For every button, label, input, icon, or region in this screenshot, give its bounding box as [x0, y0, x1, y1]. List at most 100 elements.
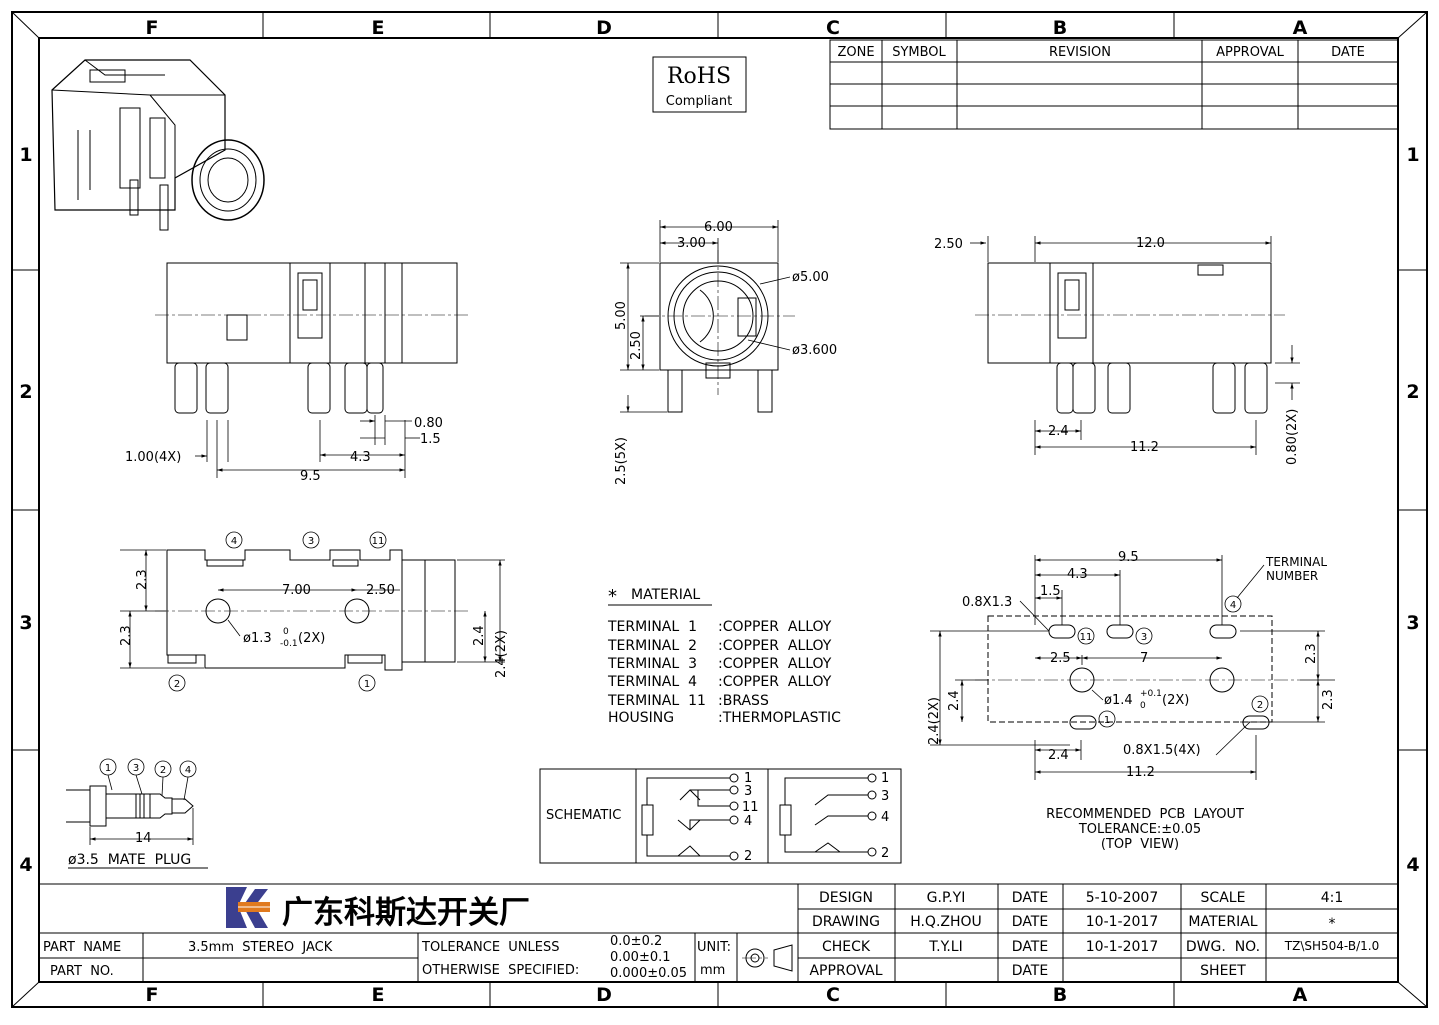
right-dim-112: 11.2	[1130, 440, 1159, 455]
pcb-terminal-4: 4	[1230, 600, 1236, 611]
bottom-terminal-11: 11	[372, 536, 385, 547]
tb-key-material: MATERIAL	[1188, 914, 1257, 930]
revision-table: ZONE SYMBOL REVISION APPROVAL DATE	[829, 39, 1399, 130]
pcb-caption-tolerance: TOLERANCE:±0.05	[1078, 822, 1201, 837]
part-name-value: 3.5mm STEREO JACK	[188, 940, 333, 955]
col-label-c-bottom: C	[826, 984, 840, 1006]
pcb-dim-7: 7	[1140, 651, 1148, 666]
side-dim-95: 9.5	[300, 469, 321, 484]
material-asterisk: *	[608, 586, 617, 607]
schematic-diagram: SCHEMATIC 1 3 11 4 2 1 3 4	[539, 768, 902, 864]
material-row-1-value: :COPPER ALLOY	[718, 619, 832, 635]
pcb-dim-24: 2.4	[947, 690, 962, 711]
tolerance-value-2: 0.00±0.1	[610, 950, 671, 965]
pcb-dim-25: 2.5	[1050, 651, 1071, 666]
title-block: 广东科斯达开关厂 PART NAME 3.5mm STEREO JACK PAR…	[39, 883, 1398, 982]
front-dim-500: 5.00	[614, 301, 629, 330]
col-label-f-bottom: F	[146, 984, 159, 1006]
col-label-b-bottom: B	[1053, 984, 1067, 1006]
right-dim-120: 12.0	[1136, 236, 1165, 251]
schematic-left-pin-4: 4	[744, 814, 752, 829]
bottom-terminal-4: 4	[231, 536, 237, 547]
pcb-dim-23a: 2.3	[1304, 643, 1319, 664]
schematic-right-pin-1: 1	[881, 771, 889, 786]
bottom-dim-700: 7.00	[282, 583, 311, 598]
sheet-frame: F E D C B A F E D C B A 1 2 3 4 1 2 3 4	[11, 11, 1428, 1008]
pcb-dim-43: 4.3	[1067, 567, 1088, 582]
bottom-dim-hole: ø1.3	[243, 631, 272, 646]
tb-value-material: *	[1329, 916, 1336, 932]
tb-role-approval: APPROVAL	[809, 963, 882, 979]
pcb-dim-24-2x: 2.4(2X)	[927, 697, 942, 745]
bottom-view: 4 3 11 2 1 2.3 2.3 7.00 2.50 ø1.3 0 -0.1…	[119, 531, 509, 692]
company-logo	[226, 887, 270, 928]
row-label-2-left: 2	[19, 381, 32, 403]
material-title: MATERIAL	[631, 587, 700, 603]
material-row-5-name: TERMINAL 11	[607, 693, 706, 709]
tb-key-sheet: SHEET	[1200, 963, 1246, 979]
pcb-dim-08x15: 0.8X1.5(4X)	[1123, 743, 1201, 758]
part-name-label: PART NAME	[43, 940, 121, 955]
front-dim-600: 6.00	[704, 220, 733, 235]
material-row-5-value: :BRASS	[718, 693, 769, 709]
bottom-dim-23a: 2.3	[135, 569, 150, 590]
rohs-badge: RoHS Compliant	[652, 56, 747, 113]
unit-value: mm	[700, 963, 725, 978]
pcb-layout: 11 3 4 1 2 TERMINAL NUMBER 9.5 4.3 1.5 0…	[927, 550, 1336, 852]
col-label-e-bottom: E	[372, 984, 385, 1006]
tb-key-scale: SCALE	[1201, 890, 1246, 906]
material-list: * MATERIAL TERMINAL 1 :COPPER ALLOY TERM…	[607, 586, 841, 726]
bottom-terminal-1: 1	[364, 679, 370, 690]
pcb-terminal-label-2: NUMBER	[1266, 569, 1318, 583]
plug-terminal-3: 3	[133, 763, 139, 774]
tb-date-check: 10-1-2017	[1086, 939, 1158, 955]
material-row-4-name: TERMINAL 4	[607, 674, 697, 690]
side-view: 0.80 1.5 1.00(4X) 4.3 9.5	[125, 262, 470, 484]
bottom-terminal-2: 2	[174, 679, 180, 690]
tb-datelabel-check: DATE	[1012, 939, 1048, 955]
pcb-dim-112: 11.2	[1126, 765, 1155, 780]
tb-datelabel-design: DATE	[1012, 890, 1048, 906]
pcb-dim-95: 9.5	[1118, 550, 1139, 565]
material-row-6-value: :THERMOPLASTIC	[718, 710, 841, 726]
plug-terminal-2: 2	[160, 765, 166, 776]
pcb-dim-24b: 2.4	[1048, 748, 1069, 763]
pcb-dim-08x13: 0.8X1.3	[962, 595, 1012, 610]
side-dim-080: 0.80	[414, 416, 443, 431]
pcb-dim-hole-tol-top: +0.1	[1140, 689, 1162, 699]
rohs-title: RoHS	[667, 64, 731, 89]
front-dim-25-5x: 2.5(5X)	[614, 437, 629, 485]
row-label-4-left: 4	[19, 854, 32, 876]
material-row-6-name: HOUSING	[608, 710, 674, 726]
pcb-dim-23b: 2.3	[1321, 689, 1336, 710]
col-label-d-top: D	[596, 17, 612, 39]
col-label-f-top: F	[146, 17, 159, 39]
part-no-label: PART NO.	[50, 964, 114, 979]
schematic-right-pin-4: 4	[881, 810, 889, 825]
schematic-left-pin-2: 2	[744, 849, 752, 864]
pcb-terminal-3: 3	[1141, 632, 1147, 643]
tb-role-check: CHECK	[822, 939, 871, 955]
row-label-3-left: 3	[19, 612, 32, 634]
pcb-terminal-1: 1	[1104, 715, 1110, 726]
mate-plug: 1 3 2 4 14 ø3.5 MATE PLUG	[66, 758, 208, 869]
tb-datelabel-drawing: DATE	[1012, 914, 1048, 930]
tb-date-drawing: 10-1-2017	[1086, 914, 1158, 930]
col-label-c-top: C	[826, 17, 840, 39]
bottom-dim-24: 2.4	[472, 625, 487, 646]
col-label-b-top: B	[1053, 17, 1067, 39]
pcb-terminal-2: 2	[1257, 700, 1263, 711]
pcb-dim-15: 1.5	[1040, 584, 1061, 599]
side-dim-100-4x: 1.00(4X)	[125, 450, 181, 465]
schematic-right-pin-2: 2	[881, 846, 889, 861]
material-row-4-value: :COPPER ALLOY	[718, 674, 832, 690]
right-dim-250: 2.50	[934, 237, 963, 252]
bottom-dim-hole-2x: (2X)	[298, 631, 325, 646]
front-dim-phi500: ø5.00	[792, 270, 829, 285]
right-view: 2.50 12.0 2.4 11.2 0.80(2X)	[934, 236, 1300, 465]
material-row-2-name: TERMINAL 2	[607, 638, 697, 654]
schematic-label: SCHEMATIC	[546, 808, 621, 823]
rev-header-symbol: SYMBOL	[892, 45, 946, 60]
front-view: 6.00 3.00 5.00 2.50 ø5.00 ø3.600 2.5(5X)	[614, 220, 837, 485]
tb-key-dwg-no: DWG. NO.	[1186, 939, 1260, 955]
